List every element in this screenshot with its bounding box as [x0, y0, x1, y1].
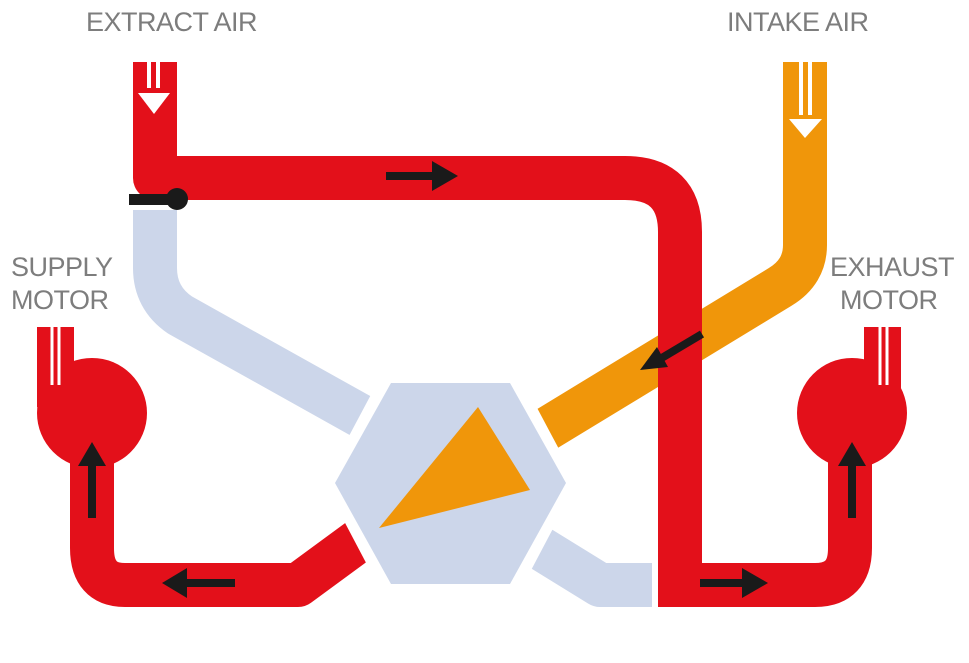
supply-duct	[70, 430, 376, 607]
intake-air-label: INTAKE AIR	[727, 7, 869, 37]
inlet-arrow-icon	[789, 62, 822, 138]
flow-arrow-icon	[640, 330, 705, 370]
exhaust-motor-label-line1: EXHAUST	[830, 252, 955, 282]
extract-air-duct	[133, 62, 702, 607]
exhaust-duct	[680, 430, 872, 607]
supply-outlet-duct	[37, 327, 74, 407]
flow-arrow-icon	[700, 568, 768, 598]
flow-arrow-icon	[386, 161, 458, 191]
bypass-duct	[133, 210, 652, 607]
exhaust-motor-label-line2: MOTOR	[840, 285, 938, 315]
extract-air-label: EXTRACT AIR	[86, 7, 258, 37]
supply-motor-label-line1: SUPPLY	[11, 252, 113, 282]
exhaust-outlet-duct	[864, 327, 901, 407]
inlet-arrow-icon	[138, 44, 170, 114]
exchanger-triangle	[379, 407, 530, 528]
supply-motor-label-line2: MOTOR	[11, 285, 109, 315]
heat-exchanger-icon	[324, 372, 577, 595]
flow-arrow-icon	[78, 442, 106, 518]
intake-air-duct	[533, 62, 827, 449]
damper-icon	[129, 188, 188, 210]
flow-arrow-icon	[162, 568, 235, 598]
flow-arrow-icon	[838, 442, 866, 518]
